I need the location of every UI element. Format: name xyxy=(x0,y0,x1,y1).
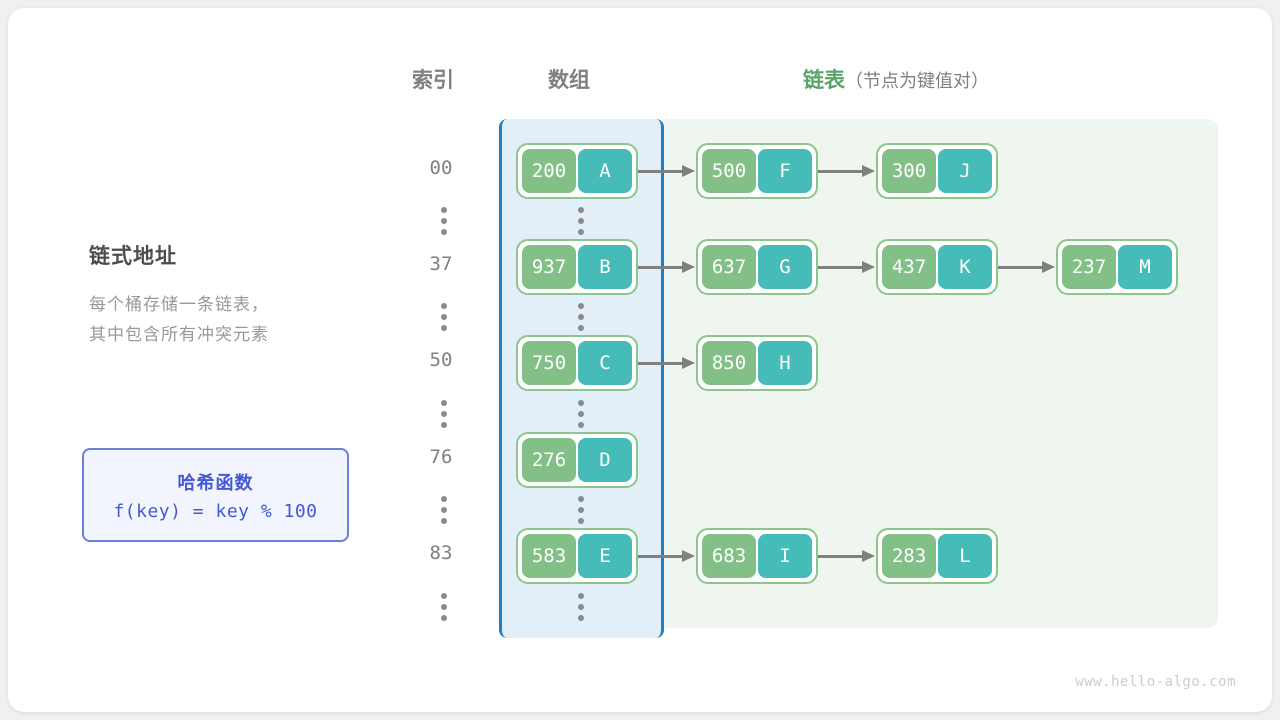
next-pointer-arrow-icon xyxy=(818,165,876,177)
node-key: 637 xyxy=(702,245,756,289)
node-key: 583 xyxy=(522,534,576,578)
index-ellipsis-icon xyxy=(441,593,447,621)
node-value: H xyxy=(758,341,812,385)
index-ellipsis-icon xyxy=(441,303,447,331)
node-value: K xyxy=(938,245,992,289)
node-key: 683 xyxy=(702,534,756,578)
hash-function-title: 哈希函数 xyxy=(177,472,254,493)
node-key: 437 xyxy=(882,245,936,289)
node-value: B xyxy=(578,245,632,289)
header-array: 数组 xyxy=(548,69,590,92)
node-key: 937 xyxy=(522,245,576,289)
node-value: L xyxy=(938,534,992,578)
array-ellipsis-icon xyxy=(578,207,584,235)
node-value: G xyxy=(758,245,812,289)
node-value: F xyxy=(758,149,812,193)
description-body: 每个桶存储一条链表， 其中包含所有冲突元素 xyxy=(89,290,269,350)
description-title: 链式地址 xyxy=(89,245,177,268)
hash-function-box: 哈希函数 f(key) = key % 100 xyxy=(82,448,349,542)
next-pointer-arrow-icon xyxy=(638,165,696,177)
node-value: D xyxy=(578,438,632,482)
header-linked-list-sub: （节点为键值对） xyxy=(845,71,989,91)
hash-function-formula: f(key) = key % 100 xyxy=(113,500,318,522)
watermark: www.hello-algo.com xyxy=(1075,674,1236,690)
node-value: A xyxy=(578,149,632,193)
next-pointer-arrow-icon xyxy=(638,357,696,369)
node-value: I xyxy=(758,534,812,578)
next-pointer-arrow-icon xyxy=(998,261,1056,273)
next-pointer-arrow-icon xyxy=(638,550,696,562)
next-pointer-arrow-icon xyxy=(638,261,696,273)
node-value: E xyxy=(578,534,632,578)
bucket-index-label: 50 xyxy=(429,349,453,371)
array-ellipsis-icon xyxy=(578,303,584,331)
index-ellipsis-icon xyxy=(441,400,447,428)
array-ellipsis-icon xyxy=(578,400,584,428)
node-key: 237 xyxy=(1062,245,1116,289)
node-key: 750 xyxy=(522,341,576,385)
node-key: 276 xyxy=(522,438,576,482)
bucket-index-label: 00 xyxy=(429,157,453,179)
array-ellipsis-icon xyxy=(578,496,584,524)
node-value: M xyxy=(1118,245,1172,289)
index-ellipsis-icon xyxy=(441,496,447,524)
diagram-card: 索引 数组 链表（节点为键值对） 链式地址 每个桶存储一条链表， 其中包含所有冲… xyxy=(8,8,1272,712)
header-linked-list: 链表（节点为键值对） xyxy=(803,64,989,94)
node-value: C xyxy=(578,341,632,385)
node-key: 500 xyxy=(702,149,756,193)
description-line-2: 其中包含所有冲突元素 xyxy=(89,325,269,344)
bucket-index-label: 83 xyxy=(429,542,453,564)
next-pointer-arrow-icon xyxy=(818,550,876,562)
node-key: 850 xyxy=(702,341,756,385)
node-key: 200 xyxy=(522,149,576,193)
node-value: J xyxy=(938,149,992,193)
bucket-index-label: 37 xyxy=(429,253,453,275)
bucket-index-label: 76 xyxy=(429,446,453,468)
node-key: 283 xyxy=(882,534,936,578)
description-line-1: 每个桶存储一条链表， xyxy=(89,295,269,314)
next-pointer-arrow-icon xyxy=(818,261,876,273)
header-index: 索引 xyxy=(412,69,454,92)
header-linked-list-main: 链表 xyxy=(803,69,845,92)
array-ellipsis-icon xyxy=(578,593,584,621)
index-ellipsis-icon xyxy=(441,207,447,235)
node-key: 300 xyxy=(882,149,936,193)
